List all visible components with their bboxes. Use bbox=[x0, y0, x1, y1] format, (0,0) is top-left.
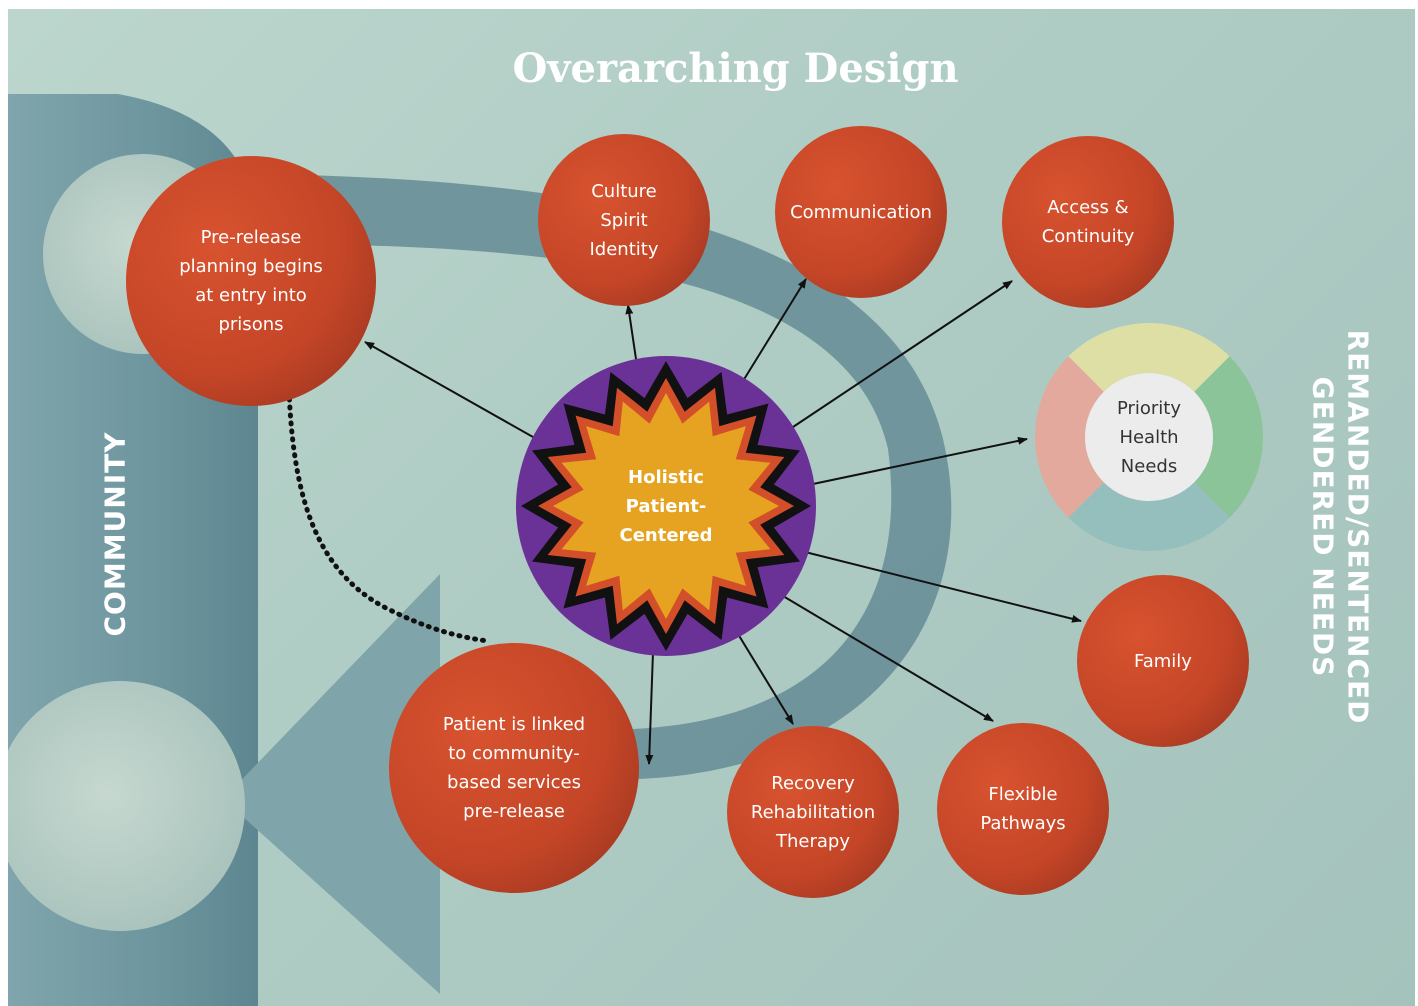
node-patient-linked-circle bbox=[389, 643, 639, 893]
arrow-to-priority bbox=[812, 436, 1028, 485]
right-label-line1: REMANDED/SENTENCED bbox=[1341, 329, 1375, 725]
priority-segment-top bbox=[1068, 323, 1230, 392]
node-culture-circle bbox=[538, 134, 710, 306]
node-patient-linked-label: Patient is linked to community- based se… bbox=[442, 714, 586, 822]
node-pre-release-label: Pre-release planning begins at entry int… bbox=[179, 227, 323, 335]
right-label-line2: GENDERED NEEDS bbox=[1306, 376, 1340, 678]
node-access-label: Access & Continuity bbox=[1041, 197, 1135, 247]
dotted-connector bbox=[286, 388, 491, 644]
diagram-canvas: Overarching Design COMMUNITY REMANDED/SE… bbox=[8, 9, 1415, 1006]
arrow-to-access bbox=[792, 280, 1013, 428]
node-flexible-label: Flexible Pathways bbox=[980, 784, 1066, 834]
node-family-circle bbox=[1077, 575, 1249, 747]
node-communication-circle bbox=[775, 126, 947, 298]
center-starburst bbox=[516, 356, 816, 656]
node-recovery-circle bbox=[727, 726, 899, 898]
priority-segment-left bbox=[1035, 356, 1104, 518]
node-culture-label: Culture Spirit Identity bbox=[589, 180, 659, 260]
node-recovery-label: Recovery Rehabilitation Therapy bbox=[750, 772, 876, 852]
arrow-to-recovery bbox=[737, 633, 794, 725]
priority-ring bbox=[1035, 323, 1263, 551]
priority-label: Priority Health Needs bbox=[1116, 397, 1182, 477]
priority-segment-bottom bbox=[1068, 482, 1230, 551]
return-arrow-triangle bbox=[223, 574, 440, 994]
node-family-label: Family bbox=[1134, 650, 1192, 672]
arrow-to-communication bbox=[742, 278, 807, 382]
page-title: Overarching Design bbox=[512, 45, 959, 92]
arrows bbox=[364, 278, 1082, 765]
node-communication-label: Communication bbox=[790, 201, 932, 223]
community-label: COMMUNITY bbox=[98, 431, 132, 637]
arrow-to-pre-release bbox=[364, 341, 534, 438]
arrow-to-patient-linked bbox=[645, 651, 654, 765]
priority-center bbox=[1085, 373, 1213, 501]
node-flexible-circle bbox=[937, 723, 1109, 895]
priority-segment-right bbox=[1194, 356, 1263, 518]
node-pre-release-circle bbox=[126, 156, 376, 406]
arrow-to-culture bbox=[625, 304, 637, 360]
community-circle-bottom bbox=[8, 681, 245, 931]
arrow-to-family bbox=[804, 551, 1082, 623]
center-label: Holistic Patient- Centered bbox=[619, 466, 713, 546]
diagram-graphics bbox=[8, 94, 1263, 1006]
node-access-circle bbox=[1002, 136, 1174, 308]
arrow-to-flexible bbox=[782, 595, 994, 722]
